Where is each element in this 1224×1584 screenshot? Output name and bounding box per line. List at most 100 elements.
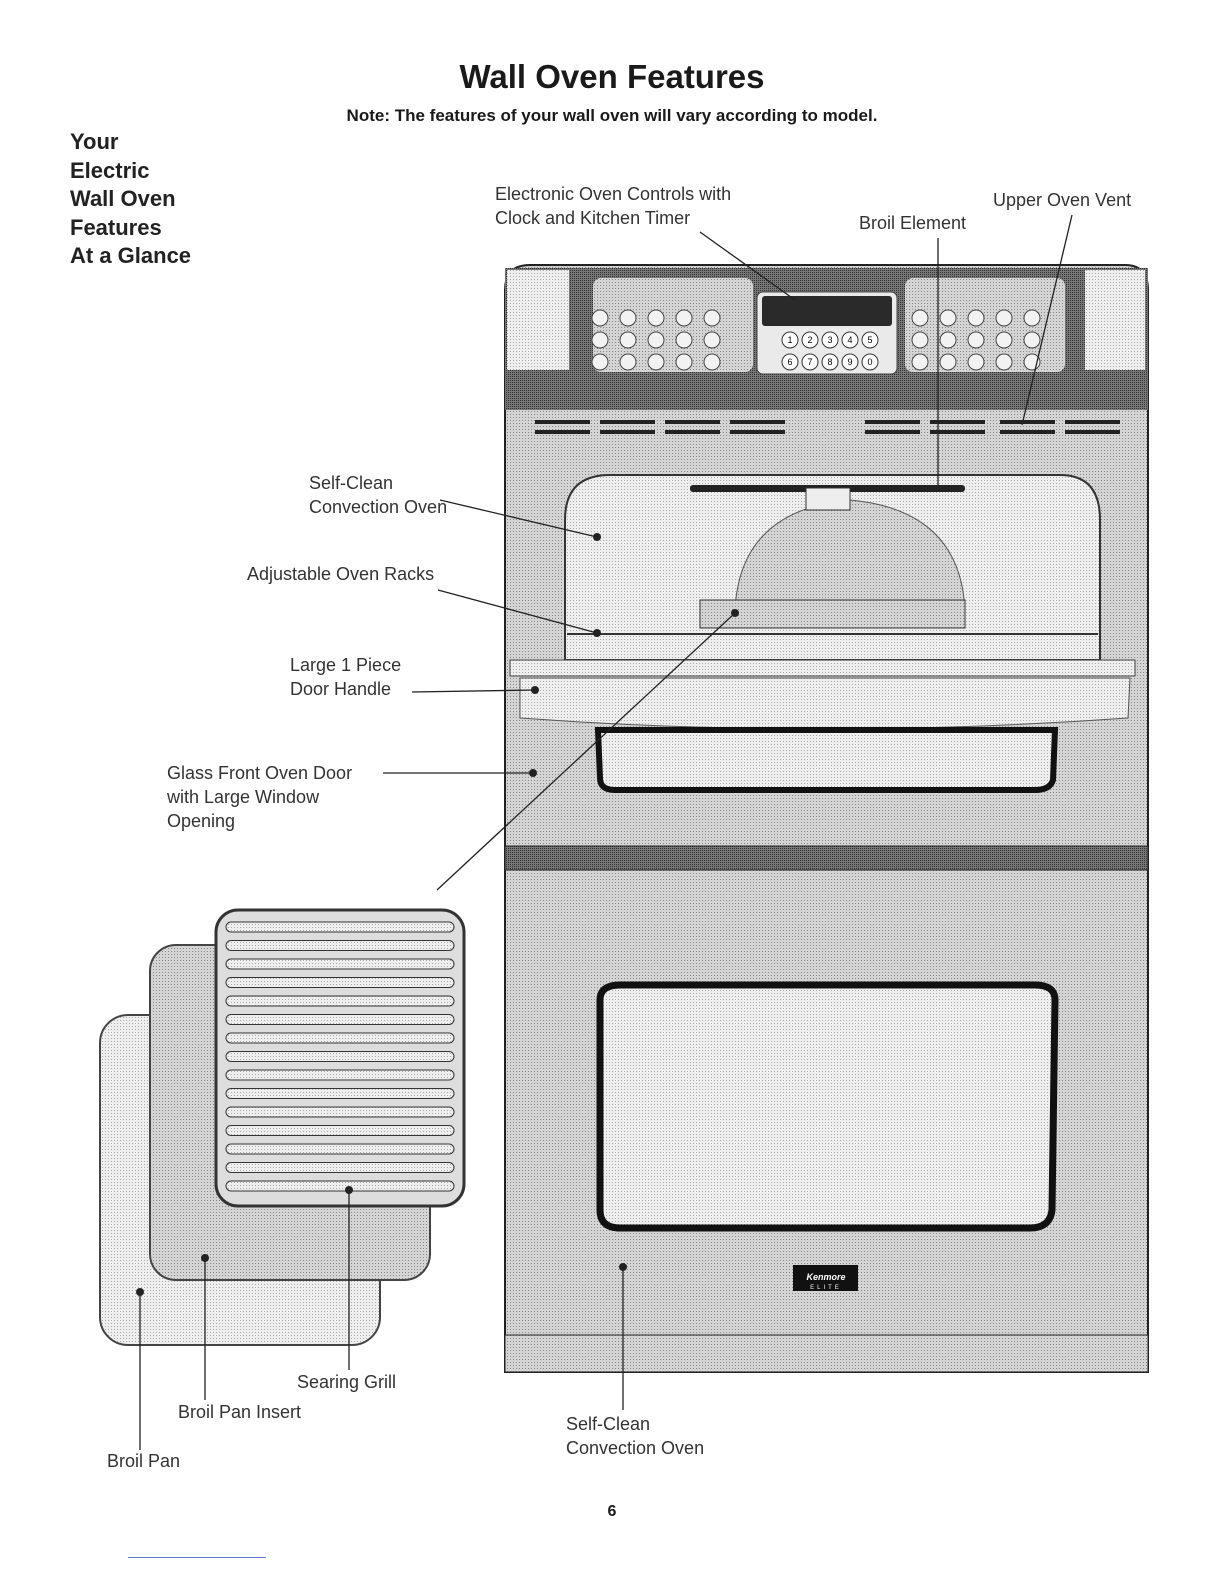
label-upper-oven-vent: Upper Oven Vent [993, 190, 1132, 210]
keypad-button [781, 331, 799, 349]
keypad-digit: 7 [807, 357, 812, 367]
keypad-digit: 9 [847, 357, 852, 367]
keypad-digit: 5 [867, 335, 872, 345]
control-button [967, 353, 985, 371]
control-button [703, 353, 721, 371]
control-button [995, 331, 1013, 349]
label-line: Convection Oven [309, 497, 448, 517]
control-button [939, 331, 957, 349]
control-button [995, 353, 1013, 371]
grill-bar [225, 958, 455, 970]
label-broil-pan: Broil Pan [107, 1451, 181, 1471]
broil-pan-set [99, 908, 466, 1346]
grill-bar [225, 1051, 455, 1062]
grill-bar [225, 1125, 455, 1136]
keypad-digit: 3 [827, 335, 832, 345]
keypad-button [781, 353, 799, 371]
svg-text:Kenmore: Kenmore [806, 1272, 845, 1282]
side-heading: Your Electric Wall Oven Features At a Gl… [70, 128, 191, 271]
label-line: Glass Front Oven Door [167, 763, 353, 783]
keypad-button [821, 353, 839, 371]
keypad-digit: 8 [827, 357, 832, 367]
side-heading-line: Electric [70, 157, 150, 183]
grill-bar [225, 1032, 455, 1044]
control-button [675, 353, 693, 371]
grill-bar [225, 1162, 455, 1173]
upper-oven-vent [535, 420, 1120, 434]
svg-text:ELITE: ELITE [810, 1285, 842, 1291]
control-button [619, 331, 637, 349]
control-button [939, 353, 957, 371]
control-button [647, 353, 665, 371]
label-line: Electronic Oven Controls with [495, 184, 732, 204]
label-line: Self-Clean [566, 1414, 651, 1434]
control-button [703, 309, 721, 327]
keypad-digit: 2 [807, 335, 812, 345]
control-button [911, 309, 929, 327]
leader-dots [136, 533, 739, 1296]
control-button [647, 331, 665, 349]
control-button [675, 331, 693, 349]
control-button [1023, 309, 1041, 327]
page-number: 6 [607, 1503, 617, 1520]
page-title: Wall Oven Features [459, 58, 765, 95]
footer-rule [128, 1557, 266, 1558]
label-electronic-controls: Electronic Oven Controls with Clock and … [495, 182, 731, 230]
control-button [911, 331, 929, 349]
model-note: Note: The features of your wall oven wil… [346, 106, 878, 125]
control-button [591, 353, 609, 371]
keypad-button [801, 353, 819, 371]
label-searing-grill: Searing Grill [297, 1372, 397, 1392]
side-heading-line: Features [70, 214, 162, 240]
label-line: Clock and Kitchen Timer [495, 208, 691, 228]
control-button [1023, 331, 1041, 349]
upper-door-window [594, 727, 1059, 793]
display-screen [762, 296, 892, 326]
label-line: Opening [167, 811, 236, 831]
control-button [967, 331, 985, 349]
label-line: Door Handle [290, 679, 392, 699]
kenmore-elite-logo [793, 1265, 858, 1291]
keypad-digit: 1 [787, 335, 792, 345]
label-glass-door: Glass Front Oven Door with Large Window … [167, 761, 352, 833]
door-handle [519, 677, 1131, 730]
keypad-digit: 0 [867, 357, 872, 367]
label-door-handle: Large 1 Piece Door Handle [290, 653, 401, 701]
label-self-clean-upper: Self-Clean Convection Oven [309, 471, 447, 519]
grill-bar [225, 1143, 455, 1155]
label-broil-pan-insert: Broil Pan Insert [178, 1402, 302, 1422]
control-button [703, 331, 721, 349]
control-button [619, 353, 637, 371]
grill-bar [225, 1014, 455, 1025]
control-button [591, 309, 609, 327]
leader-lines [139, 214, 1073, 1450]
keypad-button [861, 353, 879, 371]
keypad-button [841, 353, 859, 371]
side-heading-line: At a Glance [70, 243, 192, 268]
control-button [675, 309, 693, 327]
control-button [647, 309, 665, 327]
grill-bar [225, 995, 455, 1007]
keypad-button [861, 331, 879, 349]
keypad-button [841, 331, 859, 349]
grill-bar [225, 921, 455, 933]
keypad-button [821, 331, 839, 349]
side-heading-line: Wall Oven [70, 186, 176, 211]
keypad-digit: 4 [847, 335, 852, 345]
lower-door-window [596, 981, 1059, 1232]
label-line: Self-Clean [309, 473, 394, 493]
grill-bar [225, 1106, 455, 1118]
label-self-clean-lower: Self-Clean Convection Oven [566, 1412, 704, 1460]
control-button [911, 353, 929, 371]
control-button [995, 309, 1013, 327]
control-button [939, 309, 957, 327]
grill-bar [225, 1088, 455, 1099]
control-button [967, 309, 985, 327]
control-button [619, 309, 637, 327]
keypad-button [801, 331, 819, 349]
label-line: Convection Oven [566, 1438, 705, 1458]
grill-bar [225, 940, 455, 951]
